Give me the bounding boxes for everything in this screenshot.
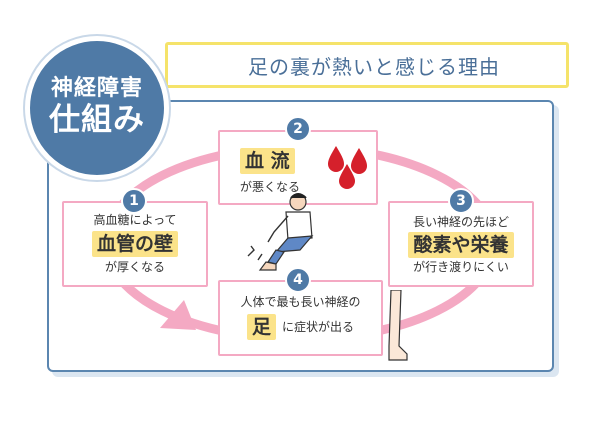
leg-icon (388, 290, 408, 361)
blood-drops-icon (328, 146, 367, 189)
step-1-number: 1 (121, 188, 147, 214)
step-4-before: 人体で最も長い神経の (240, 295, 361, 309)
step-3-after: が行き渡りにくい (413, 260, 509, 274)
step-4-number: 4 (285, 267, 311, 293)
step-1-highlight: 血管の壁 (91, 231, 178, 257)
step-4-after: に症状が出る (282, 320, 355, 334)
topic-badge: 神経障害 仕組み (25, 36, 169, 180)
page-title: 足の裏が熱いと感じる理由 (248, 54, 500, 79)
step-3-highlight: 酸素や栄養 (408, 232, 514, 258)
step-card-3: 長い神経の先ほど 酸素や栄養 が行き渡りにくい (388, 201, 534, 287)
topic-line1: 神経障害 (50, 75, 143, 101)
step-3-number: 3 (448, 188, 474, 214)
cycle-arrowhead (160, 300, 196, 330)
step-3-before: 長い神経の先ほど (412, 215, 509, 229)
step-1-after: が厚くなる (104, 260, 165, 274)
step-1-before: 高血糖によって (93, 213, 177, 227)
step-2-highlight: 血 流 (240, 148, 295, 174)
topic-line2: 仕組み (49, 101, 145, 138)
step-4-highlight: 足 (246, 314, 276, 340)
title-banner: 足の裏が熱いと感じる理由 (165, 42, 569, 88)
step-2-number: 2 (285, 116, 311, 142)
step-2-after: が悪くなる (240, 180, 301, 194)
person-sitting-icon (247, 193, 314, 271)
